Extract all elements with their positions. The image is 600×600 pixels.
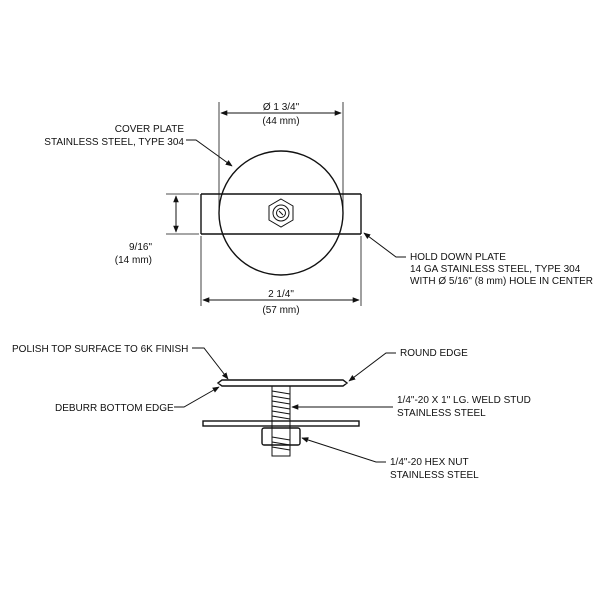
- weld-stud-label-line2: STAINLESS STEEL: [397, 408, 486, 419]
- top-view: Ø 1 3/4" (44 mm) 2 1/4" (57 mm) 9/16" (1…: [44, 102, 593, 316]
- hex-nut-leader: [301, 437, 386, 463]
- hold-down-plate-side: [202, 420, 360, 427]
- hold-down-label-line3: WITH Ø 5/16" (8 mm) HOLE IN CENTER: [410, 276, 593, 287]
- weld-stud-label-line1: 1/4"-20 X 1" LG. WELD STUD: [397, 395, 531, 406]
- cover-plate-label-line1: COVER PLATE: [115, 124, 185, 135]
- side-view: POLISH TOP SURFACE TO 6K FINISH ROUND ED…: [12, 344, 531, 481]
- hex-nut-label-line1: 1/4"-20 HEX NUT: [390, 457, 469, 468]
- width-metric: (57 mm): [262, 305, 299, 316]
- hex-nut-side: [261, 427, 301, 446]
- diameter-label: Ø 1 3/4": [263, 102, 300, 113]
- cover-plate-label-line2: STAINLESS STEEL, TYPE 304: [44, 137, 184, 148]
- hold-down-label-line2: 14 GA STAINLESS STEEL, TYPE 304: [410, 264, 581, 275]
- cover-plate-leader: [186, 139, 233, 167]
- height-metric: (14 mm): [115, 255, 152, 266]
- hex-nut-top: [268, 198, 294, 228]
- stud-circle: [276, 208, 286, 218]
- round-edge-leader: [348, 352, 396, 382]
- round-edge-label: ROUND EDGE: [400, 348, 468, 359]
- polish-leader: [192, 347, 229, 380]
- stud-threads: [271, 390, 291, 451]
- deburr-leader: [174, 386, 220, 408]
- cover-plate-side: [216, 379, 349, 387]
- width-label: 2 1/4": [268, 289, 294, 300]
- hold-down-leader: [363, 232, 406, 258]
- nut-inner-circle: [272, 204, 290, 222]
- diameter-metric: (44 mm): [262, 116, 299, 127]
- hex-nut-label-line2: STAINLESS STEEL: [390, 470, 479, 481]
- height-label: 9/16": [129, 242, 152, 253]
- polish-label: POLISH TOP SURFACE TO 6K FINISH: [12, 344, 188, 355]
- stud-thread-mark: [278, 210, 284, 216]
- hold-down-label-line1: HOLD DOWN PLATE: [410, 252, 506, 263]
- cover-plate-circle: [218, 150, 344, 276]
- deburr-label: DEBURR BOTTOM EDGE: [55, 403, 174, 414]
